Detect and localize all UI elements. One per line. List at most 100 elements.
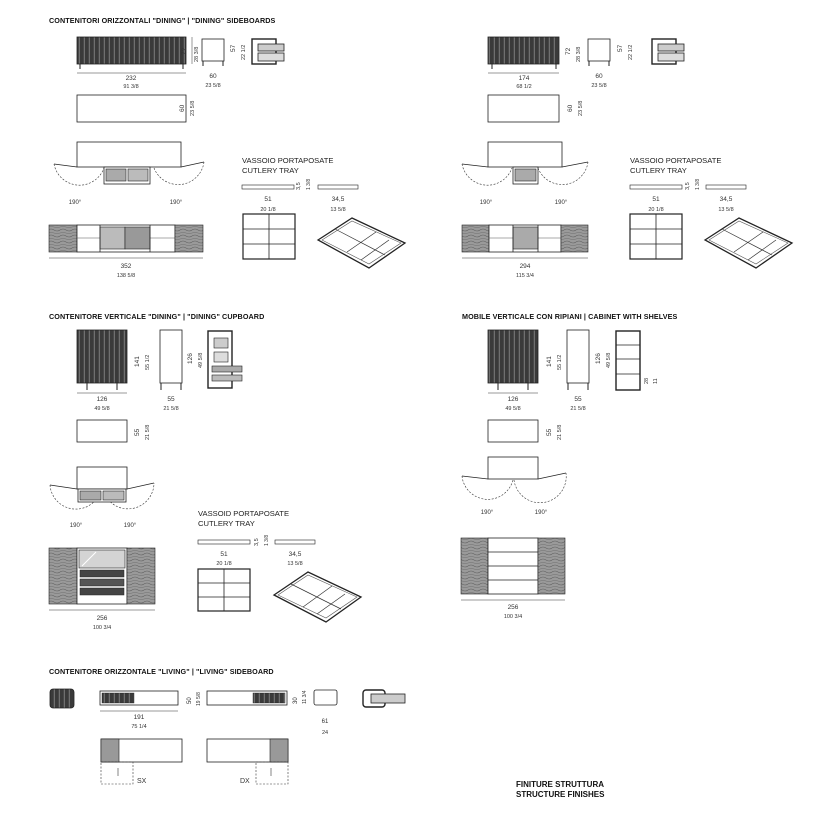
dim-cs-d: 55 [574, 396, 582, 403]
sideboard-left-open-front [48, 224, 204, 253]
dim-tray-d-r: 34,5 [720, 196, 733, 203]
cupboard-side [159, 329, 183, 390]
dim-cb-h: 141 [134, 356, 141, 367]
dim-sb-top-d-in-r: 23 5/8 [578, 101, 584, 116]
cabinet-side [566, 329, 590, 390]
sideboard-left-front [76, 36, 187, 74]
dim-tray-h-in: 1 3/8 [306, 179, 312, 190]
sideboard-right-side [587, 38, 611, 66]
cabinet-top [487, 419, 539, 443]
cupboard-section [207, 330, 243, 389]
label-sx: SX [137, 778, 147, 785]
sideboard-left-top [76, 94, 187, 123]
dim-cs-top-d: 55 [546, 428, 553, 436]
tray-cb-plan [197, 568, 251, 612]
dim-open-right: 294 [520, 263, 531, 270]
cupboard-front [76, 329, 128, 394]
dim-sb-d-in-r: 23 5/8 [591, 83, 606, 89]
dim-cb-w: 126 [97, 396, 108, 403]
living-front-alt [206, 690, 288, 706]
dim-cb-h-in: 55 1/2 [145, 355, 151, 370]
dim-tray-w-in-cb: 20 1/8 [216, 561, 231, 567]
header-living-sideboard: CONTENITORE ORIZZONTALE "LIVING" | "LIVI… [49, 667, 274, 676]
sideboard-right-section [651, 38, 685, 65]
dim-lv-side-h-in: 11 3/4 [302, 690, 308, 704]
dim-cb-top-d: 55 [134, 428, 141, 436]
dim-cs-h: 141 [546, 356, 553, 367]
tray-left-side [241, 184, 295, 190]
dim-cs-h-in: 55 1/2 [557, 355, 563, 370]
sideboard-left-plan-open [53, 141, 205, 186]
tray-left-plan [242, 213, 296, 260]
dim-sb-side-h-in-r: 22 1/2 [628, 45, 634, 60]
cabinet-open-front [460, 537, 566, 595]
dim-tray-w-cb: 51 [220, 551, 228, 558]
dim-tray-d: 34,5 [332, 196, 345, 203]
tray-right-plan [629, 213, 683, 260]
angle-left-1: 190° [69, 200, 82, 206]
tray-left-iso [316, 217, 407, 269]
dim-sb-right-w-in: 68 1/2 [516, 84, 531, 90]
dim-cs-shelf: 28 [644, 378, 650, 384]
cabinet-plan-open [461, 456, 567, 504]
dim-sb-left-w: 232 [126, 75, 137, 82]
dim-cb-open: 256 [97, 615, 108, 622]
angle-right-2: 190° [555, 200, 568, 206]
angle-cb-2: 190° [124, 523, 137, 529]
tray-cb-iso [272, 571, 363, 623]
dim-sb-top-d-in: 23 5/8 [190, 101, 196, 116]
living-module-small [49, 688, 75, 709]
header-dining-cupboard: CONTENITORE VERTICALE "DINING" | "DINING… [49, 312, 265, 321]
angle-right-1: 190° [480, 200, 493, 206]
dim-sb-top-d-r: 60 [567, 104, 574, 112]
living-side [313, 689, 338, 706]
cabinet-section [615, 330, 641, 391]
tray-right-iso [703, 217, 794, 269]
dim-cs-w-in: 49 5/8 [505, 406, 520, 412]
angle-cb-1: 190° [70, 523, 83, 529]
sideboard-right-front [487, 36, 560, 74]
cupboard-open-front [48, 547, 156, 605]
dim-sb-d-in: 23 5/8 [205, 83, 220, 89]
dim-sb-side-h-in: 22 1/2 [241, 45, 247, 60]
dim-tray-d-in: 13 5/8 [330, 207, 345, 213]
dim-cs-w: 126 [508, 396, 519, 403]
living-front [99, 690, 179, 712]
dim-lv-h-in: 19 5/8 [196, 692, 202, 706]
cupboard-top [76, 419, 128, 443]
dim-tray-d-in-r: 13 5/8 [718, 207, 733, 213]
dim-sb-d-r: 60 [595, 73, 603, 80]
dim-cs-int-h-in: 49 5/8 [606, 353, 612, 368]
dim-cb-d-in: 21 5/8 [163, 406, 178, 412]
sideboard-left-side [201, 38, 225, 66]
dim-tray-h-in-r: 1 3/8 [695, 179, 701, 190]
dim-open-right-in: 115 3/4 [516, 273, 534, 279]
dim-cs-int-h: 126 [595, 353, 602, 364]
dim-cb-open-in: 100 3/4 [93, 625, 111, 631]
living-plan-dx [206, 738, 289, 785]
dim-sb-left-w-in: 91 3/8 [123, 84, 138, 90]
dim-open-left-in: 138 5/8 [117, 273, 135, 279]
sideboard-left-section [251, 38, 285, 65]
cabinet-front [487, 329, 539, 394]
dim-sb-side-h: 57 [230, 44, 237, 52]
dim-sb-d: 60 [209, 73, 217, 80]
dim-sb-side-h-r: 57 [617, 44, 624, 52]
dim-cs-shelf-in: 11 [653, 378, 659, 384]
dim-lv-d-in: 24 [322, 730, 328, 736]
dim-cs-open: 256 [508, 604, 519, 611]
dim-tray-d-cb: 34,5 [289, 551, 302, 558]
tray-cb-side [197, 539, 251, 545]
dim-tray-h-r: 3,5 [685, 182, 691, 190]
dim-sb-top-d: 60 [179, 104, 186, 112]
header-cabinet-shelves: MOBILE VERTICALE CON RIPIANI | CABINET W… [462, 312, 678, 321]
tray-cb-side2 [274, 539, 316, 545]
living-section [362, 689, 406, 708]
dim-cb-w-in: 49 5/8 [94, 406, 109, 412]
tray-left-side2 [317, 184, 359, 190]
dim-tray-h-in-cb: 1 3/8 [264, 535, 270, 546]
